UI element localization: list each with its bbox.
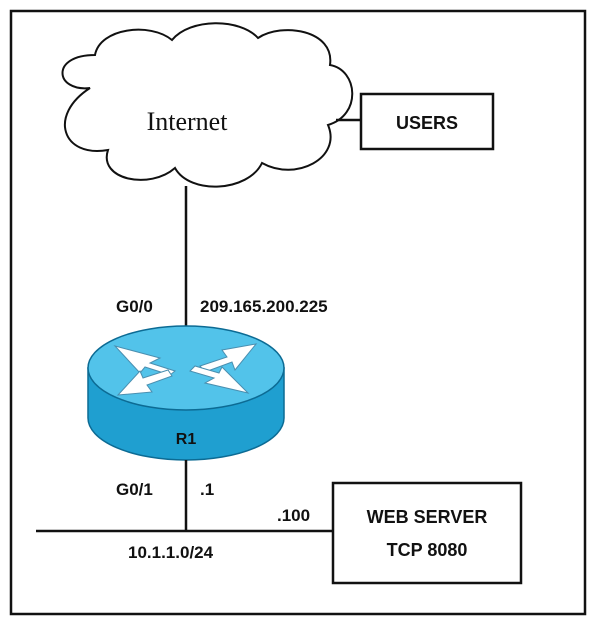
- server-ip-label: .100: [277, 506, 310, 525]
- lan-network-label: 10.1.1.0/24: [128, 543, 214, 562]
- wan-interface-label: G0/0: [116, 297, 153, 316]
- diagram-frame: [9, 9, 587, 616]
- lan-interface-label: G0/1: [116, 480, 153, 499]
- lan-ip-label: .1: [200, 480, 214, 499]
- users-label: USERS: [396, 113, 458, 133]
- router-top: [87, 325, 285, 411]
- cloud-icon: [61, 22, 354, 188]
- web-server-port-label: TCP 8080: [387, 540, 468, 560]
- internet-label: Internet: [147, 107, 229, 136]
- internet-cloud: Internet: [61, 22, 354, 188]
- router-name-label: R1: [176, 431, 197, 448]
- wan-ip-label: 209.165.200.225: [200, 297, 328, 316]
- users-box: USERS: [359, 92, 495, 151]
- router-arrows-icon: [113, 343, 258, 396]
- router-r1: R1: [87, 325, 285, 461]
- web-server-label: WEB SERVER: [367, 507, 488, 527]
- web-server-box: WEB SERVER TCP 8080: [331, 481, 523, 585]
